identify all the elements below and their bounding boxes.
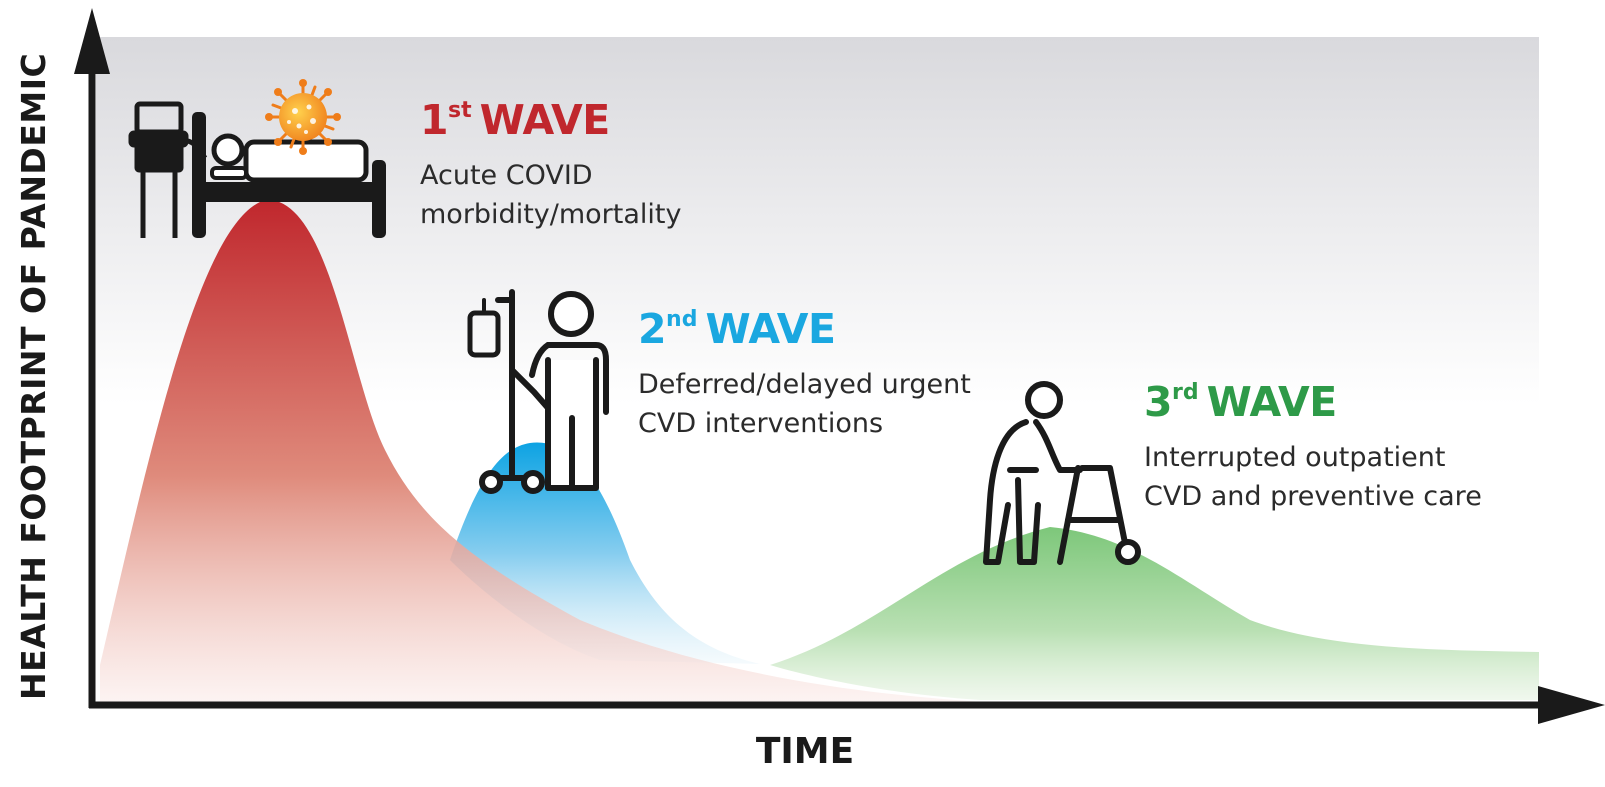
- third-wave-desc-line2: CVD and preventive care: [1144, 481, 1482, 512]
- first-wave-desc-line1: Acute COVID: [420, 160, 593, 191]
- virus-icon: [265, 79, 341, 155]
- hospital-bed-ventilator-virus-icon: [128, 79, 386, 238]
- second-wave-desc-line1: Deferred/delayed urgent: [638, 369, 971, 400]
- second-wave-ordinal-suffix: nd: [666, 307, 698, 332]
- x-axis-arrowhead: [1538, 686, 1605, 724]
- first-wave-description: Acute COVID morbidity/mortality: [420, 156, 681, 234]
- third-wave-curve: [770, 527, 1539, 700]
- ventilator-icon: [128, 101, 208, 238]
- second-wave-desc-line2: CVD interventions: [638, 408, 884, 439]
- first-wave-label-block: 1st WAVE Acute COVID morbidity/mortality: [420, 98, 681, 234]
- second-wave-word: WAVE: [705, 305, 836, 353]
- first-wave-ordinal-number: 1: [420, 96, 449, 144]
- x-axis: [89, 686, 1605, 724]
- y-axis: [74, 8, 110, 708]
- third-wave-description: Interrupted outpatient CVD and preventiv…: [1144, 438, 1482, 516]
- y-axis-arrowhead: [74, 8, 110, 74]
- second-wave-ordinal-number: 2: [638, 305, 667, 353]
- second-wave-description: Deferred/delayed urgent CVD intervention…: [638, 365, 971, 443]
- first-wave-curve: [100, 199, 1000, 703]
- third-wave-title: 3rd WAVE: [1144, 380, 1482, 432]
- x-axis-label: TIME: [755, 731, 855, 772]
- third-wave-word: WAVE: [1206, 378, 1338, 426]
- first-wave-ordinal-suffix: st: [448, 98, 472, 123]
- patient-iv-drip-icon: [467, 289, 609, 494]
- first-wave-desc-line2: morbidity/mortality: [420, 199, 682, 230]
- first-wave-word: WAVE: [479, 96, 611, 144]
- y-axis-label: HEALTH FOOTPRINT OF PANDEMIC: [14, 52, 53, 700]
- third-wave-desc-line1: Interrupted outpatient: [1144, 442, 1446, 473]
- hospital-bed-icon: [192, 112, 386, 238]
- third-wave-ordinal-suffix: rd: [1172, 380, 1199, 405]
- first-wave-title: 1st WAVE: [420, 98, 681, 150]
- elderly-walker-icon: [983, 381, 1141, 565]
- second-wave-title: 2nd WAVE: [638, 307, 971, 359]
- third-wave-ordinal-number: 3: [1144, 378, 1173, 426]
- third-wave-label-block: 3rd WAVE Interrupted outpatient CVD and p…: [1144, 380, 1482, 516]
- second-wave-label-block: 2nd WAVE Deferred/delayed urgent CVD inte…: [638, 307, 971, 443]
